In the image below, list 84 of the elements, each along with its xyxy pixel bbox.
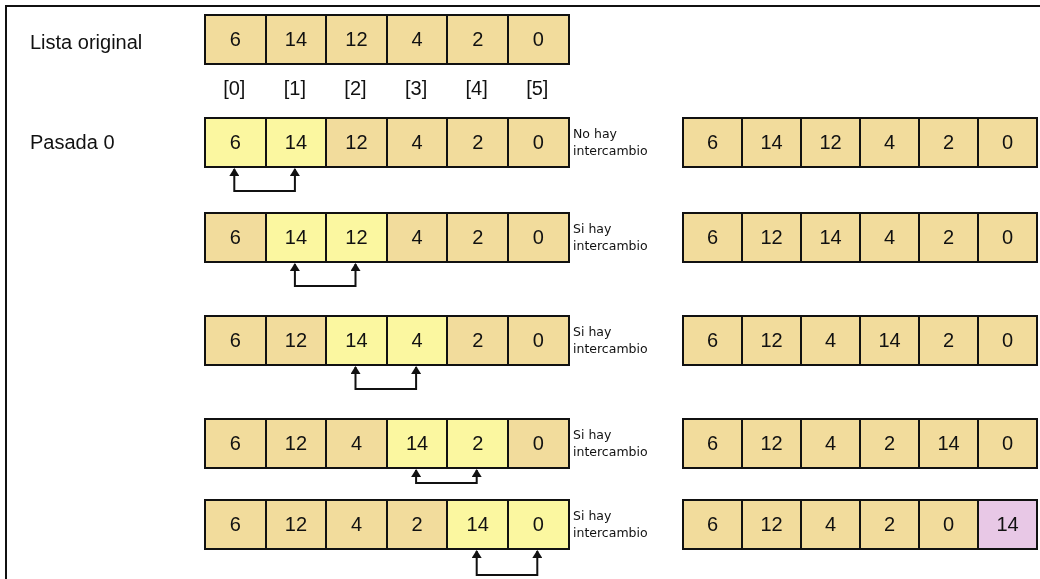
array-cell: 4 [385, 117, 449, 168]
swap-note: Si hay intercambio [573, 220, 649, 254]
array-cell: 12 [741, 315, 802, 366]
array-cell: 2 [918, 315, 979, 366]
array-cell: 0 [507, 418, 570, 469]
array-cell: 12 [325, 212, 388, 263]
index-label: [4] [464, 76, 489, 100]
array-cell: 6 [204, 418, 267, 469]
swap-arrow [350, 366, 422, 390]
swap-note: Si hay intercambio [573, 507, 649, 541]
array-cell: 4 [800, 499, 861, 550]
array-cell: 4 [325, 499, 388, 550]
swap-note: Si hay intercambio [573, 323, 649, 357]
array-cell: 12 [325, 14, 388, 65]
array-cell: 2 [446, 14, 509, 65]
array-cell: 4 [385, 14, 449, 65]
array-cell: 2 [385, 499, 449, 550]
array-cell: 14 [977, 499, 1038, 550]
array-cell: 0 [507, 14, 570, 65]
array-cell: 2 [446, 212, 509, 263]
array-cell: 14 [264, 212, 328, 263]
index-label: [3] [403, 76, 429, 100]
array-cell: 12 [264, 499, 328, 550]
array-cell: 4 [325, 418, 388, 469]
array-cell: 6 [682, 418, 743, 469]
array-cell: 12 [264, 315, 328, 366]
array-cell: 14 [800, 212, 861, 263]
array-cell: 6 [204, 14, 267, 65]
index-label: [0] [222, 76, 247, 100]
array-cell: 4 [859, 117, 920, 168]
array-cell: 12 [325, 117, 388, 168]
array-cell: 12 [741, 212, 802, 263]
array-cell: 12 [800, 117, 861, 168]
array-cell: 6 [682, 117, 743, 168]
array-cell: 2 [918, 117, 979, 168]
array-cell: 0 [507, 117, 570, 168]
array-cell: 6 [204, 499, 267, 550]
array-cell: 6 [682, 315, 743, 366]
swap-note: No hay intercambio [573, 125, 649, 159]
array-cell: 4 [859, 212, 920, 263]
array-cell: 14 [918, 418, 979, 469]
array-cell: 14 [264, 117, 328, 168]
row-label: Lista original [30, 30, 143, 54]
row-label: Pasada 0 [30, 130, 115, 154]
array-cell: 0 [507, 499, 570, 550]
index-label: [2] [343, 76, 368, 100]
array-cell: 2 [918, 212, 979, 263]
array-cell: 14 [859, 315, 920, 366]
array-cell: 12 [264, 418, 328, 469]
array-cell: 0 [977, 212, 1038, 263]
array-cell: 0 [977, 418, 1038, 469]
array-cell: 12 [741, 418, 802, 469]
array-cell: 0 [507, 315, 570, 366]
array-cell: 2 [859, 418, 920, 469]
array-cell: 6 [682, 499, 743, 550]
array-cell: 14 [264, 14, 328, 65]
array-cell: 4 [385, 212, 449, 263]
array-cell: 4 [800, 315, 861, 366]
array-cell: 12 [741, 499, 802, 550]
array-cell: 2 [859, 499, 920, 550]
array-cell: 6 [682, 212, 743, 263]
array-cell: 0 [977, 117, 1038, 168]
array-cell: 0 [918, 499, 979, 550]
array-cell: 6 [204, 117, 267, 168]
swap-arrow [229, 168, 300, 192]
array-cell: 0 [507, 212, 570, 263]
swap-arrow [289, 263, 361, 287]
array-cell: 2 [446, 418, 509, 469]
swap-arrow [411, 469, 482, 484]
array-cell: 6 [204, 315, 267, 366]
index-label: [1] [282, 76, 307, 100]
array-cell: 2 [446, 315, 509, 366]
index-label: [5] [525, 76, 550, 100]
array-cell: 6 [204, 212, 267, 263]
array-cell: 14 [446, 499, 509, 550]
array-cell: 4 [800, 418, 861, 469]
array-cell: 14 [741, 117, 802, 168]
array-cell: 14 [385, 418, 449, 469]
swap-note: Si hay intercambio [573, 426, 649, 460]
array-cell: 2 [446, 117, 509, 168]
swap-arrow [471, 550, 543, 576]
array-cell: 4 [385, 315, 449, 366]
array-cell: 14 [325, 315, 388, 366]
array-cell: 0 [977, 315, 1038, 366]
